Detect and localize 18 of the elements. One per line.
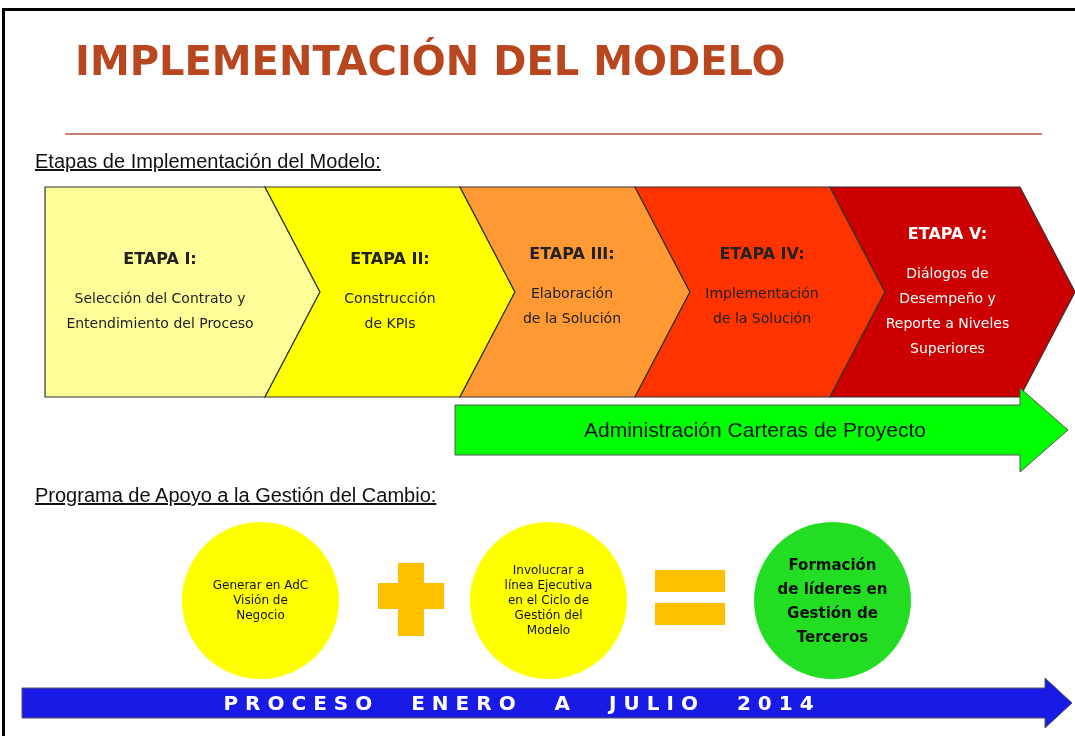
circle-label: Involucrar a línea Ejecutiva en el Ciclo de Gestión del Modelo [503, 563, 594, 638]
stage-heading: ETAPA III: [529, 243, 615, 263]
stage-heading: ETAPA I: [123, 248, 197, 268]
title: IMPLEMENTACIÓN DEL MODELO [75, 38, 786, 84]
circle-label: Generar en AdC Visión de Negocio [211, 578, 310, 623]
section-heading: Etapas de Implementación del Modelo: [35, 150, 381, 173]
stage-description: Selección del Contrato y Entendimiento del Proceso [65, 288, 255, 333]
section-heading: Programa de Apoyo a la Gestión del Cambio: [35, 484, 437, 507]
stage-description: Implementación de la Solución [704, 283, 820, 328]
stage-heading: ETAPA V: [907, 223, 988, 243]
circle-label: Formación de líderes en Gestión de Terceros [776, 554, 889, 648]
stage-heading: ETAPA II: [350, 248, 430, 268]
stage-description: Construcción de KPIs [343, 288, 437, 333]
band-label: PROCESO ENERO A JULIO 2014 [223, 691, 821, 715]
stage-description: Diálogos de Desempeño y Reporte a Niveles Superiores [884, 263, 1011, 358]
stage-heading: ETAPA IV: [719, 243, 805, 263]
stage-description: Elaboración de la Solución [522, 283, 622, 328]
band-label: Administración Carteras de Proyecto [584, 418, 926, 442]
